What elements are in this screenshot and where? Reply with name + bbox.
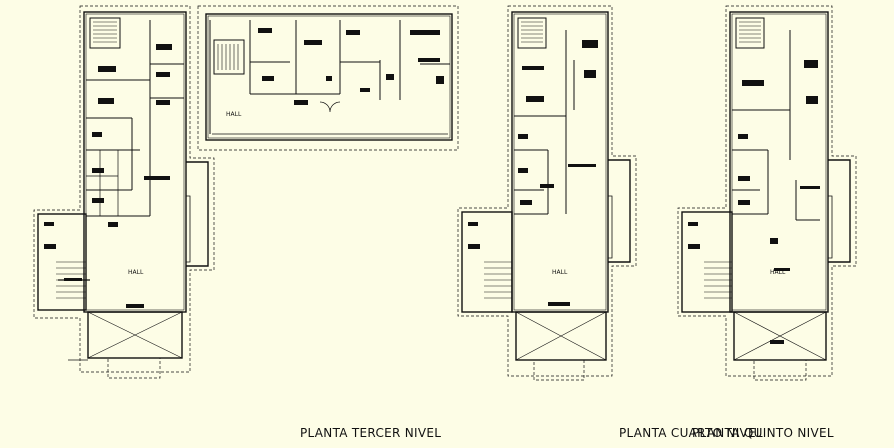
plan-cuarto-furniture bbox=[468, 40, 598, 306]
plan-cuarto-nivel bbox=[457, 5, 637, 381]
hall-label-fourth: HALL bbox=[552, 269, 568, 276]
plan-tercer-nivel bbox=[33, 5, 215, 379]
caption-tercer-nivel: PLANTA TERCER NIVEL bbox=[300, 426, 442, 440]
caption-cuarto-nivel: PLANTA CUARTO NIVEL bbox=[619, 426, 763, 440]
hall-label-third-annex: HALL bbox=[226, 111, 242, 118]
hall-label-fifth: HALL bbox=[770, 269, 786, 276]
plan-tercer-furniture bbox=[44, 44, 172, 308]
plan-quinto-furniture bbox=[688, 60, 820, 344]
plan-quinto-nivel bbox=[677, 5, 857, 381]
hall-label-third-main: HALL bbox=[128, 269, 144, 276]
plan-tercer-annex-furniture bbox=[258, 28, 444, 105]
plan-tercer-annex bbox=[197, 5, 459, 151]
caption-quinto-nivel: PLANTA QUINTO NIVEL bbox=[692, 426, 834, 440]
